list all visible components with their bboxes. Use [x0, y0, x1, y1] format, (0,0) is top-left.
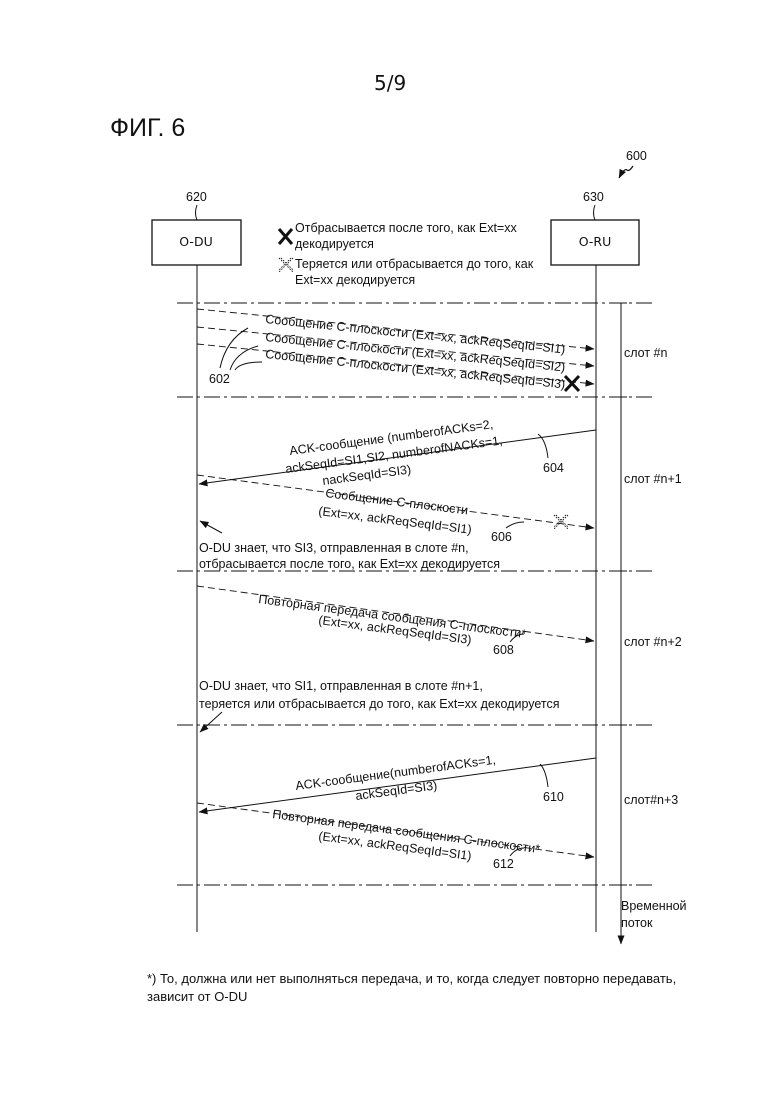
legend-lost-line2: Ext=xx декодируется: [295, 273, 415, 287]
note1-arrow: [200, 521, 222, 533]
oru-label: O-RU: [579, 234, 612, 249]
ref-606: 606: [491, 530, 512, 544]
ref-606-leader: [506, 522, 524, 528]
figure-ref-arrow: [619, 166, 633, 178]
lost-x-marker: [554, 515, 568, 529]
note2-line1: O-DU знает, что SI1, отправленная в слот…: [199, 679, 483, 693]
figure-ref-600: 600: [626, 149, 647, 163]
oru-ref-leader: [594, 205, 596, 220]
legend-discarded-line2: декодируется: [295, 237, 374, 251]
ref-602: 602: [209, 372, 230, 386]
slot-label-n1: слот #n+1: [624, 472, 682, 486]
ref-612: 612: [493, 857, 514, 871]
lost-x-icon: [279, 258, 293, 272]
discard-x-marker: [565, 376, 579, 391]
discard-x-icon: [279, 229, 292, 244]
odu-label: O-DU: [179, 234, 212, 249]
ref-610-leader: [540, 764, 548, 787]
ref-604: 604: [543, 461, 564, 475]
ref-610: 610: [543, 790, 564, 804]
odu-ref: 620: [186, 190, 207, 204]
note1-line1: O-DU знает, что SI3, отправленная в слот…: [199, 541, 469, 555]
legend-lost-line1: Теряется или отбрасывается до того, как: [295, 257, 534, 271]
footnote-line2: зависит от O-DU: [147, 990, 247, 1003]
slot-label-n3: слот#n+3: [624, 793, 678, 807]
time-axis-label-2: поток: [621, 916, 653, 930]
slot-separators: [177, 303, 655, 885]
oru-ref: 630: [583, 190, 604, 204]
ref-602-leader: [220, 328, 262, 370]
note1-line2: отбрасывается после того, как Ext=xx дек…: [199, 557, 500, 571]
note2-line2: теряется или отбрасывается до того, как …: [199, 697, 560, 711]
note2-arrow: [200, 712, 222, 732]
slot-label-n2: слот #n+2: [624, 635, 682, 649]
footnote-line1: *) То, должна или нет выполняться переда…: [147, 972, 676, 985]
time-axis-label-1: Временной: [621, 899, 687, 913]
ref-608: 608: [493, 643, 514, 657]
slot-label-n: слот #n: [624, 346, 668, 360]
legend-discarded-line1: Отбрасывается после того, как Ext=xx: [295, 221, 517, 235]
odu-ref-leader: [196, 205, 198, 220]
